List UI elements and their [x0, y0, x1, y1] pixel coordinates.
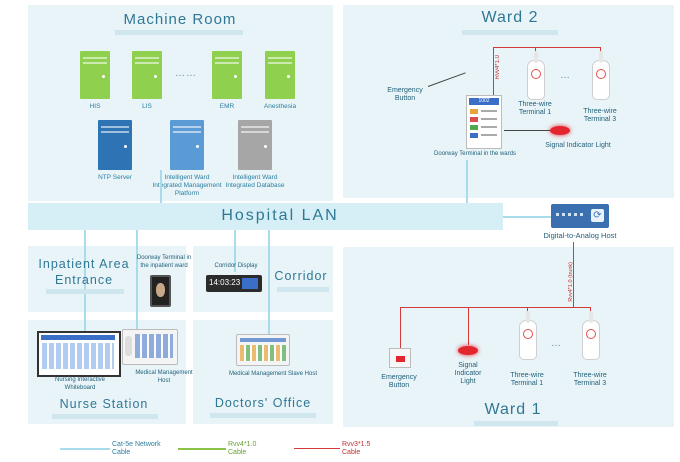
his-server-icon [80, 51, 110, 99]
ward2-underline [462, 30, 558, 35]
legend-network-cable-swatch [60, 448, 110, 450]
legend-rvv3-cable-label: Rvv3*1.5 Cable [342, 441, 371, 456]
lan-to-doctors-office-cable [268, 230, 270, 334]
ward1-emergency-button-icon [389, 348, 411, 368]
nurse-station-title: Nurse Station [59, 397, 149, 411]
ward1-three-wire-terminal-3 [582, 311, 600, 360]
ward1-cable-drop-a [400, 307, 401, 349]
medical-management-host-label: Medical Management Host [135, 370, 193, 384]
corridor-display-label: Corridor Display [214, 263, 258, 269]
ward1-terminal3-label: Three-wire Terminal 3 [573, 372, 607, 387]
ward2-doorway-terminal-label: Doorway Terminal in the wards [434, 151, 516, 157]
ward1-panel [343, 247, 674, 427]
legend-rvv4-cable-label: Rvv4*1.0 Cable [228, 441, 257, 456]
ward2-terminal1-label: Three-wire Terminal 1 [518, 101, 552, 116]
database-server-icon [238, 120, 272, 170]
lan-to-ward2-cable [466, 160, 468, 203]
anesthesia-server-icon [265, 51, 295, 99]
lan-to-host-cable [503, 216, 551, 218]
lis-server-icon [132, 51, 162, 99]
ward2-terminal-ellipsis: … [560, 70, 571, 81]
ward1-terminal-ellipsis: … [551, 338, 562, 349]
ward2-doorway-screen-header: 1002 [469, 98, 499, 105]
legend-rvv3-cable-swatch [294, 448, 340, 449]
corridor-display-icon: 14:03:23 [206, 275, 262, 292]
ward1-cable-bus [400, 307, 590, 308]
nursing-whiteboard-icon [37, 331, 121, 377]
inpatient-title-line1: Inpatient Area [38, 257, 130, 271]
corridor-title: Corridor [274, 269, 328, 283]
ward1-signal-light-label: Signal Indicator Light [454, 362, 482, 385]
database-label: Intelligent Ward Integrated Database [225, 174, 285, 189]
inpatient-title-line2: Entrance [54, 273, 114, 287]
host-trunk-cable-label: Rvv4*1.0 (trunk) [568, 262, 574, 302]
hospital-lan-bar [28, 203, 503, 230]
digital-analog-host-icon: ⟳ [551, 204, 609, 228]
emr-server-icon [212, 51, 242, 99]
corridor-display-time: 14:03:23 [209, 278, 241, 287]
servers-ellipsis: …… [175, 68, 197, 79]
platform-server-icon [170, 120, 204, 170]
inpatient-doorway-terminal-icon [150, 275, 171, 307]
ward1-title: Ward 1 [484, 401, 542, 418]
inpatient-underline [46, 289, 124, 294]
his-label: HIS [89, 103, 101, 110]
ward2-terminal3-label: Three-wire Terminal 3 [583, 108, 617, 123]
digital-analog-host-label: Digital-to-Analog Host [543, 231, 617, 240]
lan-to-corridor-cable [234, 230, 236, 272]
hospital-lan-label: Hospital LAN [221, 207, 339, 224]
nurse-station-underline [52, 414, 158, 419]
inpatient-doorway-terminal-label: Doorway Terminal in the inpatient ward [136, 255, 192, 269]
ntp-server-label: NTP Server [98, 174, 132, 181]
machine-room-underline [115, 30, 243, 35]
ward2-emergency-button-label: Emergency Button [387, 87, 423, 102]
ward2-three-wire-terminal-3 [592, 51, 610, 100]
ward1-three-wire-terminal-1 [519, 311, 537, 360]
corridor-underline [277, 287, 329, 292]
medical-management-slave-host-icon [236, 334, 290, 366]
medical-management-host-icon [122, 329, 178, 365]
ward2-signal-pointer [504, 130, 550, 131]
medical-management-slave-host-label: Medical Management Slave Host [228, 371, 318, 377]
emr-label: EMR [219, 103, 235, 110]
anesthesia-label: Anesthesia [263, 103, 297, 110]
ward1-terminal1-label: Three-wire Terminal 1 [510, 372, 544, 387]
ward2-doorway-terminal: 1002 [466, 95, 502, 149]
ward2-cable-bus [493, 47, 600, 48]
ward2-cable-drop-a [493, 47, 494, 95]
ntp-server-icon [98, 120, 132, 170]
ward2-cable-label: Rvv4*1.0 [495, 55, 501, 80]
machine-room-title: Machine Room [123, 11, 237, 28]
legend-network-cable-label: Cat-5e Network Cable [112, 441, 161, 456]
doctors-office-underline [210, 413, 316, 418]
ward1-cable-drop-b [468, 307, 469, 345]
ward1-underline [474, 421, 558, 426]
lan-to-inpatient-terminal-cable [136, 230, 138, 330]
ward2-panel [343, 5, 674, 198]
legend-rvv4-cable-swatch [178, 448, 226, 450]
doctors-office-title: Doctors' Office [214, 396, 312, 410]
ward2-signal-light-label: Signal Indicator Light [545, 142, 611, 149]
platform-label: Intelligent Ward Integrated Management P… [152, 174, 222, 197]
sync-icon: ⟳ [591, 209, 604, 222]
lan-to-nurse-whiteboard-cable [84, 230, 86, 332]
ward2-title: Ward 2 [481, 9, 539, 26]
nursing-whiteboard-label: Nursing Interactive Whiteboard [54, 377, 106, 391]
lan-to-machine-room-cable [160, 170, 162, 203]
ward1-emergency-button-label: Emergency Button [381, 374, 417, 389]
ward2-signal-light-icon [550, 126, 570, 135]
ward2-three-wire-terminal-1 [527, 51, 545, 100]
lis-label: LIS [142, 103, 152, 110]
host-trunk-cable [573, 242, 574, 307]
ward1-signal-light-icon [458, 346, 478, 355]
